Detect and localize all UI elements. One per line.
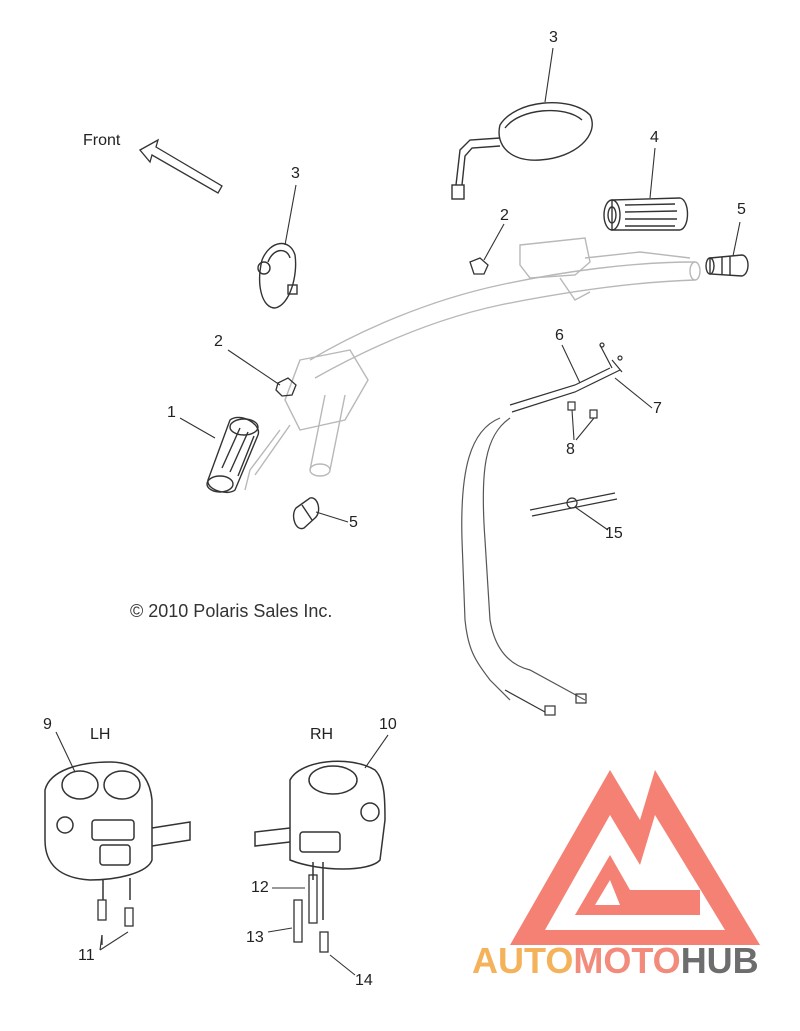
callout-15: 15 xyxy=(605,525,623,542)
callout-8: 8 xyxy=(566,441,575,458)
watermark-part-moto: MOTO xyxy=(573,940,681,981)
watermark-part-hub: HUB xyxy=(680,940,759,981)
front-arrow-icon xyxy=(138,138,223,194)
lh-screws xyxy=(97,899,134,945)
front-label: Front xyxy=(83,132,121,149)
callout-11: 11 xyxy=(78,947,95,964)
lh-switch-housing xyxy=(44,761,191,900)
throttle-cables xyxy=(461,342,623,716)
callout-1: 1 xyxy=(167,404,176,421)
callout-9: 9 xyxy=(43,716,52,733)
callout-3-top: 3 xyxy=(549,29,558,46)
nut-right xyxy=(469,257,489,275)
mirror-left xyxy=(257,242,298,309)
watermark-part-auto: AUTO xyxy=(472,940,574,981)
callout-10: 10 xyxy=(379,716,397,733)
rh-label: RH xyxy=(310,726,334,743)
callout-5-right: 5 xyxy=(737,201,746,218)
automotohub-logo xyxy=(510,770,760,945)
bar-end-right xyxy=(705,254,749,277)
callout-3-left: 3 xyxy=(291,165,300,182)
callout-13: 13 xyxy=(246,929,264,946)
callout-6: 6 xyxy=(555,327,564,344)
callout-14: 14 xyxy=(355,972,373,989)
rh-switch-housing xyxy=(254,760,386,920)
callout-2-right: 2 xyxy=(500,207,509,224)
callout-7: 7 xyxy=(653,400,662,417)
handlebar-ghost xyxy=(244,237,701,491)
bar-end-left xyxy=(292,497,320,530)
leader-lines xyxy=(55,47,741,976)
callout-5-left: 5 xyxy=(349,514,358,531)
lh-label: LH xyxy=(90,726,111,743)
callout-4: 4 xyxy=(650,129,659,146)
copyright-text: © 2010 Polaris Sales Inc. xyxy=(130,601,333,621)
callout-12: 12 xyxy=(251,879,269,896)
callout-2-left: 2 xyxy=(214,333,223,350)
grip-left xyxy=(206,416,260,494)
mirror-right xyxy=(451,102,593,200)
rh-screws xyxy=(293,874,329,953)
nut-left xyxy=(275,377,297,397)
watermark-text: AUTOMOTOHUB xyxy=(472,940,759,982)
cable-tie xyxy=(529,492,618,517)
grip-right xyxy=(603,197,689,231)
